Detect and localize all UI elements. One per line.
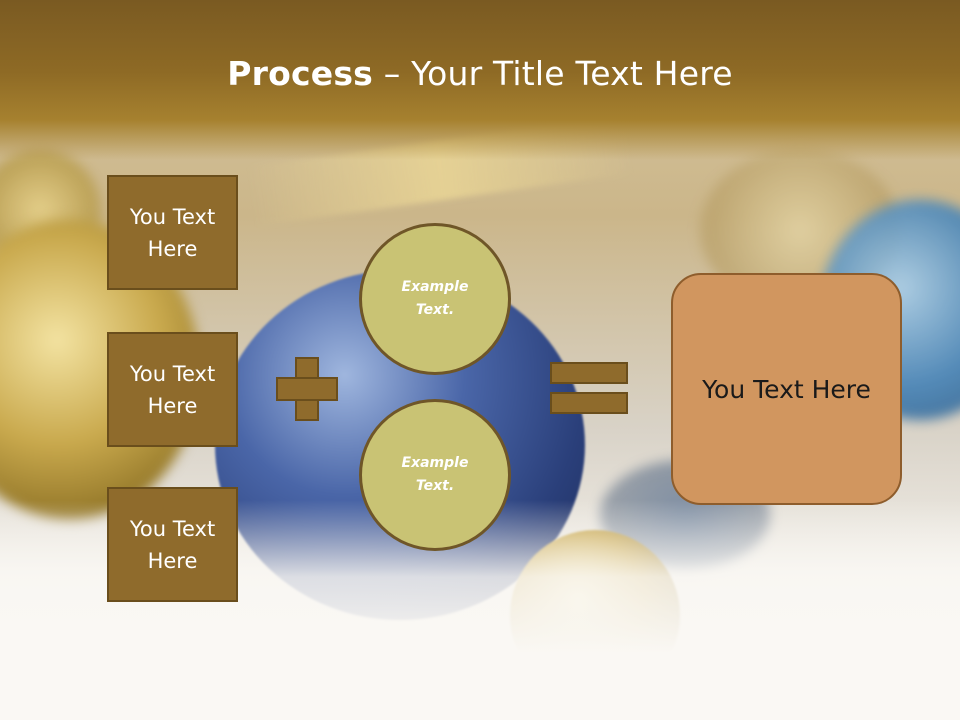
header-band [0, 0, 960, 160]
result-label: You Text Here [702, 374, 871, 404]
slide-title[interactable]: Process – Your Title Text Here [0, 54, 960, 93]
title-rest: – Your Title Text Here [373, 54, 733, 93]
circle-label: Example Text. [401, 279, 469, 318]
input-box-3[interactable]: You Text Here [107, 487, 238, 602]
input-box-label: You Text Here [129, 204, 216, 261]
title-bold: Process [227, 54, 374, 93]
circle-label: Example Text. [401, 455, 469, 494]
example-circle-1[interactable]: Example Text. [359, 223, 511, 375]
input-box-2[interactable]: You Text Here [107, 332, 238, 447]
input-box-label: You Text Here [129, 516, 216, 573]
input-box-1[interactable]: You Text Here [107, 175, 238, 290]
input-box-label: You Text Here [129, 361, 216, 418]
result-box[interactable]: You Text Here [671, 273, 902, 505]
example-circle-2[interactable]: Example Text. [359, 399, 511, 551]
